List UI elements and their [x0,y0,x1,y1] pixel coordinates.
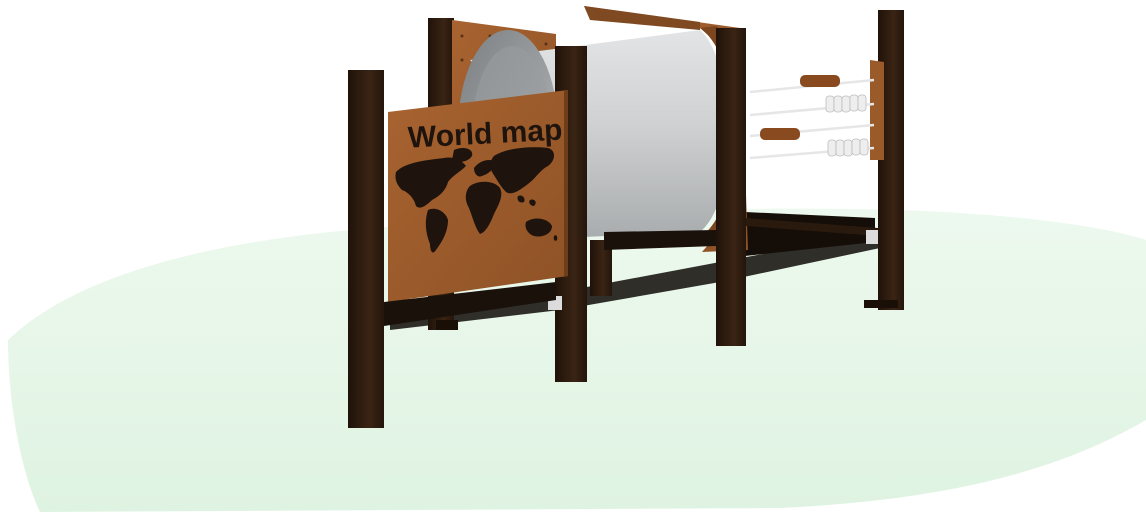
abacus-beads-brown [760,75,840,140]
abacus-beads-white [825,94,869,157]
post-front-left [348,70,384,428]
continents [395,147,558,253]
front-beam [384,282,556,326]
abacus-board [870,60,884,160]
side-beam [746,218,878,236]
deck-beam [604,230,716,250]
bracket-right [866,230,878,244]
post-center-front [716,28,746,346]
post-center-back [590,240,612,296]
